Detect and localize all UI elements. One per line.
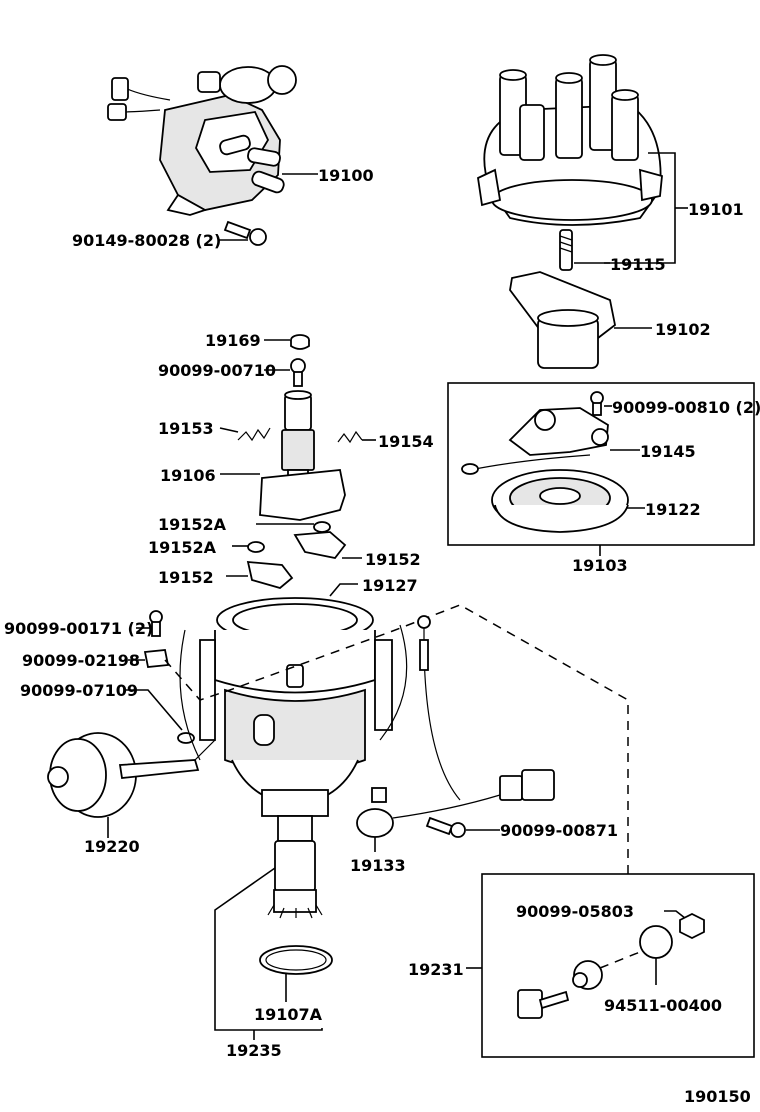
washer-19152A-upper: [313, 521, 331, 533]
part-label-19231: 19231: [408, 960, 464, 979]
distributor-cap-drawing: [477, 54, 663, 226]
o-ring-drawing: [259, 945, 333, 975]
part-label-19154: 19154: [378, 432, 434, 451]
spring-19154-drawing: [337, 430, 363, 444]
governor-shaft-drawing: [259, 390, 346, 521]
part-label-19127: 19127: [362, 576, 418, 595]
part-label-19103: 19103: [572, 556, 628, 575]
breaker-plate-drawing: [491, 469, 629, 533]
dashed-alignment: [599, 951, 641, 969]
ground-wire-drawing: [417, 615, 461, 801]
screw-90099-00810-drawing: [590, 391, 604, 416]
part-label-19152A-lower: 19152A: [148, 538, 217, 557]
leader-19153: [219, 427, 239, 433]
condenser-drawing: [356, 769, 555, 838]
leader-19127: [329, 583, 358, 597]
bolt-kit-box-19231: [481, 873, 755, 1058]
bolt-90149-80028-drawing: [223, 220, 267, 246]
part-label-19122: 19122: [645, 500, 701, 519]
part-label-90099-00171: 90099-00171 (2): [4, 619, 153, 638]
distributor-housing-drawing: [199, 597, 393, 919]
hold-down-wires: [179, 624, 408, 761]
weight-19152-left-drawing: [246, 560, 294, 589]
clamp-90099-02198-drawing: [143, 649, 170, 668]
part-label-19220: 19220: [84, 837, 140, 856]
part-label-19100: 19100: [318, 166, 374, 185]
rotor-drawing: [509, 271, 616, 369]
cap-19169-drawing: [290, 334, 310, 350]
part-label-94511-00400: 94511-00400: [604, 996, 722, 1015]
bolt-bracket-drawing: [517, 989, 570, 1019]
part-label-19153: 19153: [158, 419, 214, 438]
part-label-19152-right: 19152: [365, 550, 421, 569]
dashed-reference-line: [164, 604, 629, 880]
part-label-19152A-upper: 19152A: [158, 515, 227, 534]
leader-90099-07109: [126, 689, 183, 731]
weight-19152-right-drawing: [293, 531, 347, 559]
part-label-19152-left: 19152: [158, 568, 214, 587]
bracket-19235: [214, 867, 323, 1031]
washer-19152A-lower: [247, 541, 265, 553]
nut-90099-05803-drawing: [679, 912, 705, 940]
part-label-90099-00810: 90099-00810 (2): [612, 398, 760, 417]
part-label-19102: 19102: [655, 320, 711, 339]
part-label-19101: 19101: [688, 200, 744, 219]
part-label-19235: 19235: [226, 1041, 282, 1060]
figure-number: 190150: [684, 1087, 751, 1106]
part-label-19115: 19115: [610, 255, 666, 274]
o-ring-inner: [265, 949, 327, 971]
igniter-box-19103: [447, 382, 755, 546]
part-label-90099-05803: 90099-05803: [516, 902, 634, 921]
center-carbon-spring-drawing: [559, 229, 573, 271]
part-label-90099-00871: 90099-00871: [500, 821, 618, 840]
flange-nut-drawing: [572, 960, 603, 990]
pickup-coil-drawing: [461, 407, 609, 475]
part-label-19107A: 19107A: [254, 1005, 323, 1024]
spring-19153-drawing: [237, 427, 271, 442]
part-label-19133: 19133: [350, 856, 406, 875]
screw-90099-00171-drawing: [149, 610, 163, 637]
part-label-90099-07109: 90099-07109: [20, 681, 138, 700]
part-label-90099-00710: 90099-00710: [158, 361, 276, 380]
distributor-assembly-drawing: [107, 65, 297, 216]
washer-94511-00400-drawing: [639, 925, 673, 959]
screw-90099-00871-drawing: [425, 816, 466, 838]
part-label-90149-80028: 90149-80028 (2): [72, 231, 221, 250]
part-label-90099-02198: 90099-02198: [22, 651, 140, 670]
part-label-19145: 19145: [640, 442, 696, 461]
vacuum-advance-drawing: [47, 732, 216, 818]
part-label-19106: 19106: [160, 466, 216, 485]
part-label-19169: 19169: [205, 331, 261, 350]
screw-90099-00710-drawing: [290, 358, 306, 387]
